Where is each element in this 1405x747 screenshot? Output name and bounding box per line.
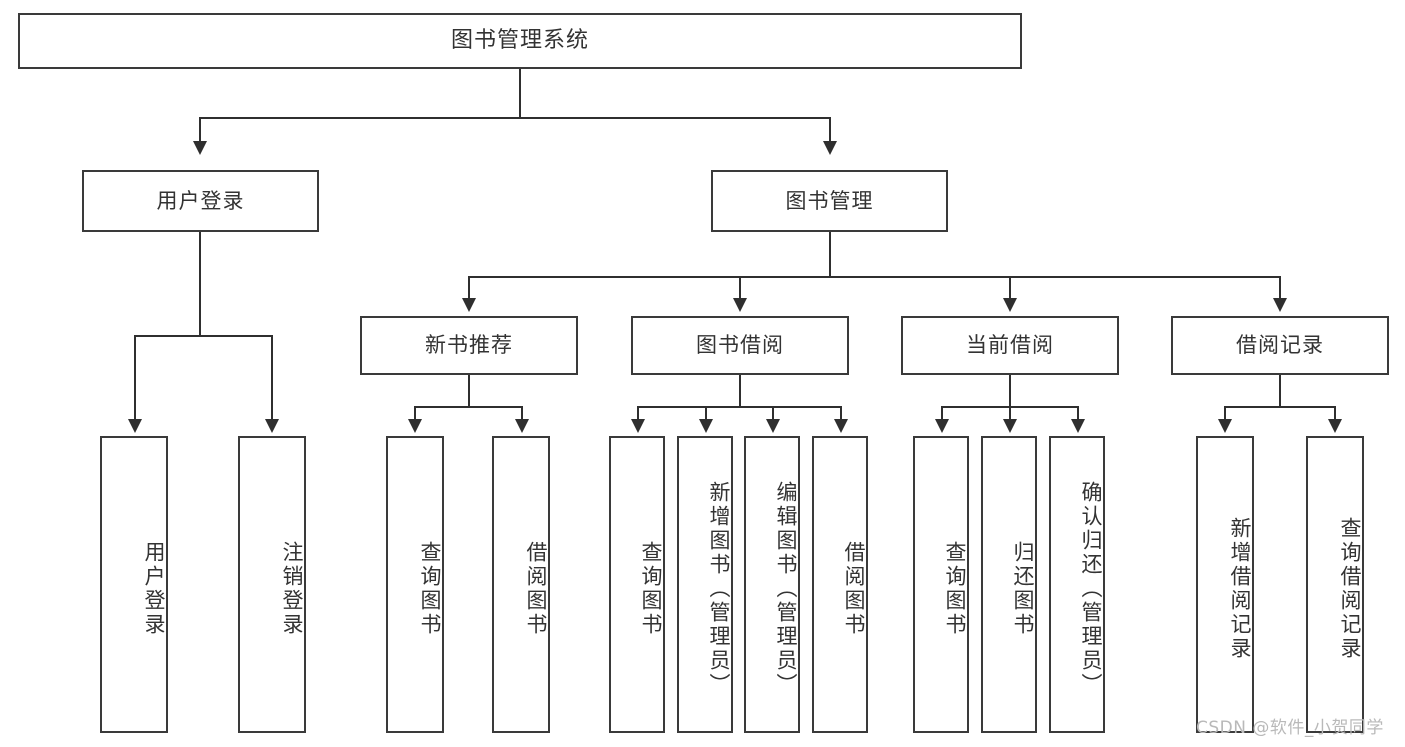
arrowhead-root-to-user-login [193,141,207,155]
connector-book-borrow-leaf-3 [772,406,774,420]
node-label: 图书管理系统 [450,28,589,54]
arrowhead-current-borrow-leaf-2 [1003,419,1017,433]
node-borrow-record[interactable]: 借阅记录 [1171,316,1389,375]
arrowhead-user-login-leaf-1 [128,419,142,433]
arrowhead-bm-book-borrow [733,298,747,312]
connector-book-borrow-leaf-4 [840,406,842,420]
arrowhead-new-book-leaf-1 [408,419,422,433]
arrowhead-bm-current-borrow [1003,298,1017,312]
leaf-book-borrow-borrow[interactable]: 借阅图书 [812,436,868,733]
leaf-current-borrow-query[interactable]: 查询图书 [913,436,969,733]
node-user-login[interactable]: 用户登录 [82,170,319,232]
connector-root-to-user-login [199,117,201,143]
node-label: 查询图书 [418,540,442,637]
leaf-current-borrow-confirm-return[interactable]: 确认归还（管理员） [1049,436,1105,733]
connector-user-login-stem [199,232,201,335]
node-label: 注销登录 [280,540,304,637]
node-label: 借阅图书 [842,540,866,637]
connector-root-bar [199,117,831,119]
node-label: 新增借阅记录 [1228,516,1252,661]
leaf-new-book-query[interactable]: 查询图书 [386,436,444,733]
leaf-borrow-record-add[interactable]: 新增借阅记录 [1196,436,1254,733]
node-label: 用户登录 [142,540,166,637]
connector-book-borrow-bar [637,406,841,408]
leaf-new-book-borrow[interactable]: 借阅图书 [492,436,550,733]
arrowhead-borrow-record-leaf-2 [1328,419,1342,433]
connector-current-borrow-leaf-1 [941,406,943,420]
connector-book-borrow-leaf-2 [705,406,707,420]
connector-new-book-leaf-1 [414,406,416,420]
node-root-system[interactable]: 图书管理系统 [18,13,1022,69]
connector-bm-to-book-borrow [739,276,741,300]
node-label: 借阅图书 [524,540,548,637]
leaf-current-borrow-return[interactable]: 归还图书 [981,436,1037,733]
connector-new-book-bar [414,406,522,408]
leaf-borrow-record-query[interactable]: 查询借阅记录 [1306,436,1364,733]
node-current-borrow[interactable]: 当前借阅 [901,316,1119,375]
node-label: 借阅记录 [1236,333,1324,358]
arrowhead-book-borrow-leaf-2 [699,419,713,433]
arrowhead-bm-borrow-record [1273,298,1287,312]
arrowhead-user-login-leaf-2 [265,419,279,433]
node-label: 当前借阅 [966,333,1054,358]
arrowhead-root-to-book-manage [823,141,837,155]
connector-user-login-to-leaf-1 [134,335,136,421]
node-label: 确认归还（管理员） [1079,480,1103,697]
leaf-book-borrow-edit[interactable]: 编辑图书（管理员） [744,436,800,733]
connector-bm-to-new-book [468,276,470,300]
leaf-book-borrow-add[interactable]: 新增图书（管理员） [677,436,733,733]
connector-current-borrow-leaf-3 [1077,406,1079,420]
connector-user-login-to-leaf-2 [271,335,273,421]
connector-book-manage-bar [468,276,1280,278]
node-label: 图书借阅 [696,333,784,358]
arrowhead-book-borrow-leaf-3 [766,419,780,433]
node-label: 新增图书（管理员） [707,480,731,697]
connector-root-stem [519,69,521,117]
leaf-user-login-logout[interactable]: 注销登录 [238,436,306,733]
node-new-book-recommend[interactable]: 新书推荐 [360,316,578,375]
connector-bm-to-current-borrow [1009,276,1011,300]
leaf-book-borrow-query[interactable]: 查询图书 [609,436,665,733]
arrowhead-book-borrow-leaf-1 [631,419,645,433]
arrowhead-current-borrow-leaf-1 [935,419,949,433]
node-label: 新书推荐 [425,333,513,358]
node-book-manage[interactable]: 图书管理 [711,170,948,232]
node-label: 图书管理 [785,188,874,213]
node-label: 用户登录 [156,188,245,213]
connector-current-borrow-leaf-2 [1009,406,1011,420]
connector-new-book-leaf-2 [521,406,523,420]
connector-borrow-record-stem [1279,375,1281,406]
arrowhead-bm-new-book [462,298,476,312]
connector-book-borrow-leaf-1 [637,406,639,420]
node-book-borrow[interactable]: 图书借阅 [631,316,849,375]
arrowhead-current-borrow-leaf-3 [1071,419,1085,433]
connector-borrow-record-leaf-2 [1334,406,1336,420]
node-label: 归还图书 [1011,540,1035,637]
connector-borrow-record-leaf-1 [1224,406,1226,420]
arrowhead-borrow-record-leaf-1 [1218,419,1232,433]
connector-new-book-stem [468,375,470,406]
connector-user-login-bar [134,335,272,337]
node-label: 编辑图书（管理员） [774,480,798,697]
connector-borrow-record-bar [1224,406,1335,408]
connector-book-borrow-stem [739,375,741,406]
arrowhead-book-borrow-leaf-4 [834,419,848,433]
leaf-user-login-login[interactable]: 用户登录 [100,436,168,733]
node-label: 查询借阅记录 [1338,516,1362,661]
connector-current-borrow-stem [1009,375,1011,406]
connector-root-to-book-manage [829,117,831,143]
node-label: 查询图书 [639,540,663,637]
connector-book-manage-stem [829,232,831,276]
arrowhead-new-book-leaf-2 [515,419,529,433]
node-label: 查询图书 [943,540,967,637]
connector-bm-to-borrow-record [1279,276,1281,300]
